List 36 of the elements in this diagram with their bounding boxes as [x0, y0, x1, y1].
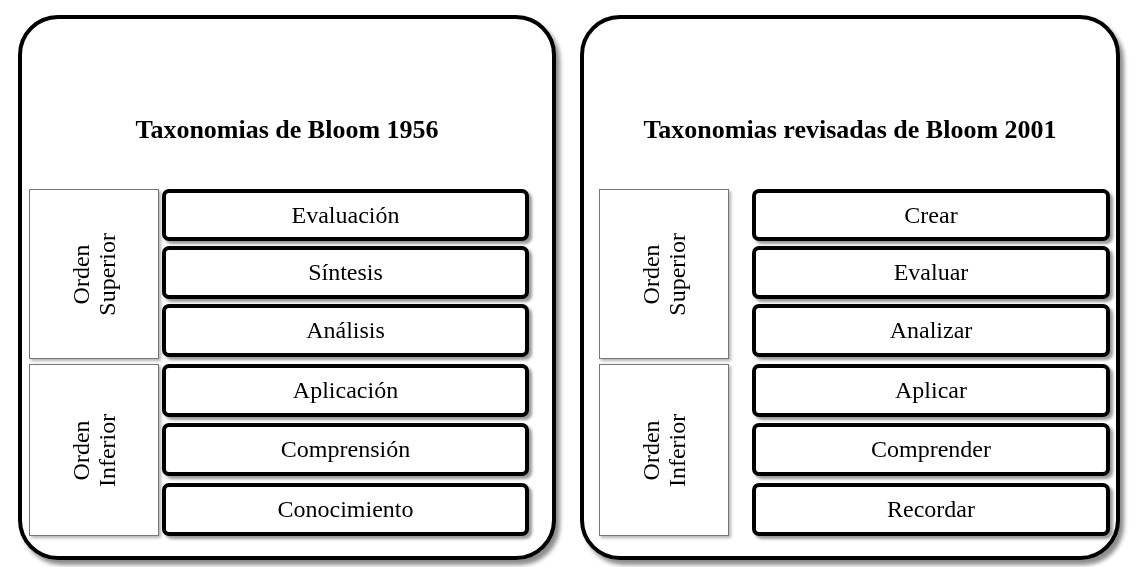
order-band: [599, 364, 729, 536]
level-label: Comprender: [871, 436, 991, 463]
level-box: [752, 304, 1110, 357]
order-label: Orden Inferior: [637, 412, 691, 489]
level-label: Recordar: [887, 496, 975, 523]
level-label: Aplicación: [292, 377, 399, 404]
level-box: [752, 423, 1110, 476]
level-box: [162, 246, 529, 299]
panel-title: Taxonomias revisadas de Bloom 2001: [642, 115, 1058, 145]
taxonomy-panel: [580, 15, 1120, 560]
level-label: Aplicar: [895, 377, 967, 404]
level-box: [162, 483, 529, 536]
level-label: Crear: [904, 201, 958, 229]
order-label: Orden Superior: [637, 231, 691, 318]
level-box: [752, 246, 1110, 299]
level-box: [752, 364, 1110, 417]
level-box: [752, 483, 1110, 536]
level-label: Analizar: [889, 317, 973, 344]
level-box: [162, 364, 529, 417]
level-box: [162, 189, 529, 241]
level-label: Comprensión: [280, 436, 411, 463]
panel-title: Taxonomias de Bloom 1956: [134, 115, 440, 145]
level-label: Evaluación: [291, 201, 400, 229]
level-label: Conocimiento: [277, 496, 414, 523]
level-box: [162, 304, 529, 357]
level-label: Evaluar: [893, 259, 969, 286]
level-label: Síntesis: [308, 259, 383, 286]
order-label: Orden Superior: [67, 231, 121, 318]
level-box: [162, 423, 529, 476]
order-band: [599, 189, 729, 359]
order-band: [29, 189, 159, 359]
level-label: Análisis: [306, 317, 385, 344]
level-box: [752, 189, 1110, 241]
taxonomy-panel: [18, 15, 556, 560]
order-label: Orden Inferior: [67, 412, 121, 489]
order-band: [29, 364, 159, 536]
